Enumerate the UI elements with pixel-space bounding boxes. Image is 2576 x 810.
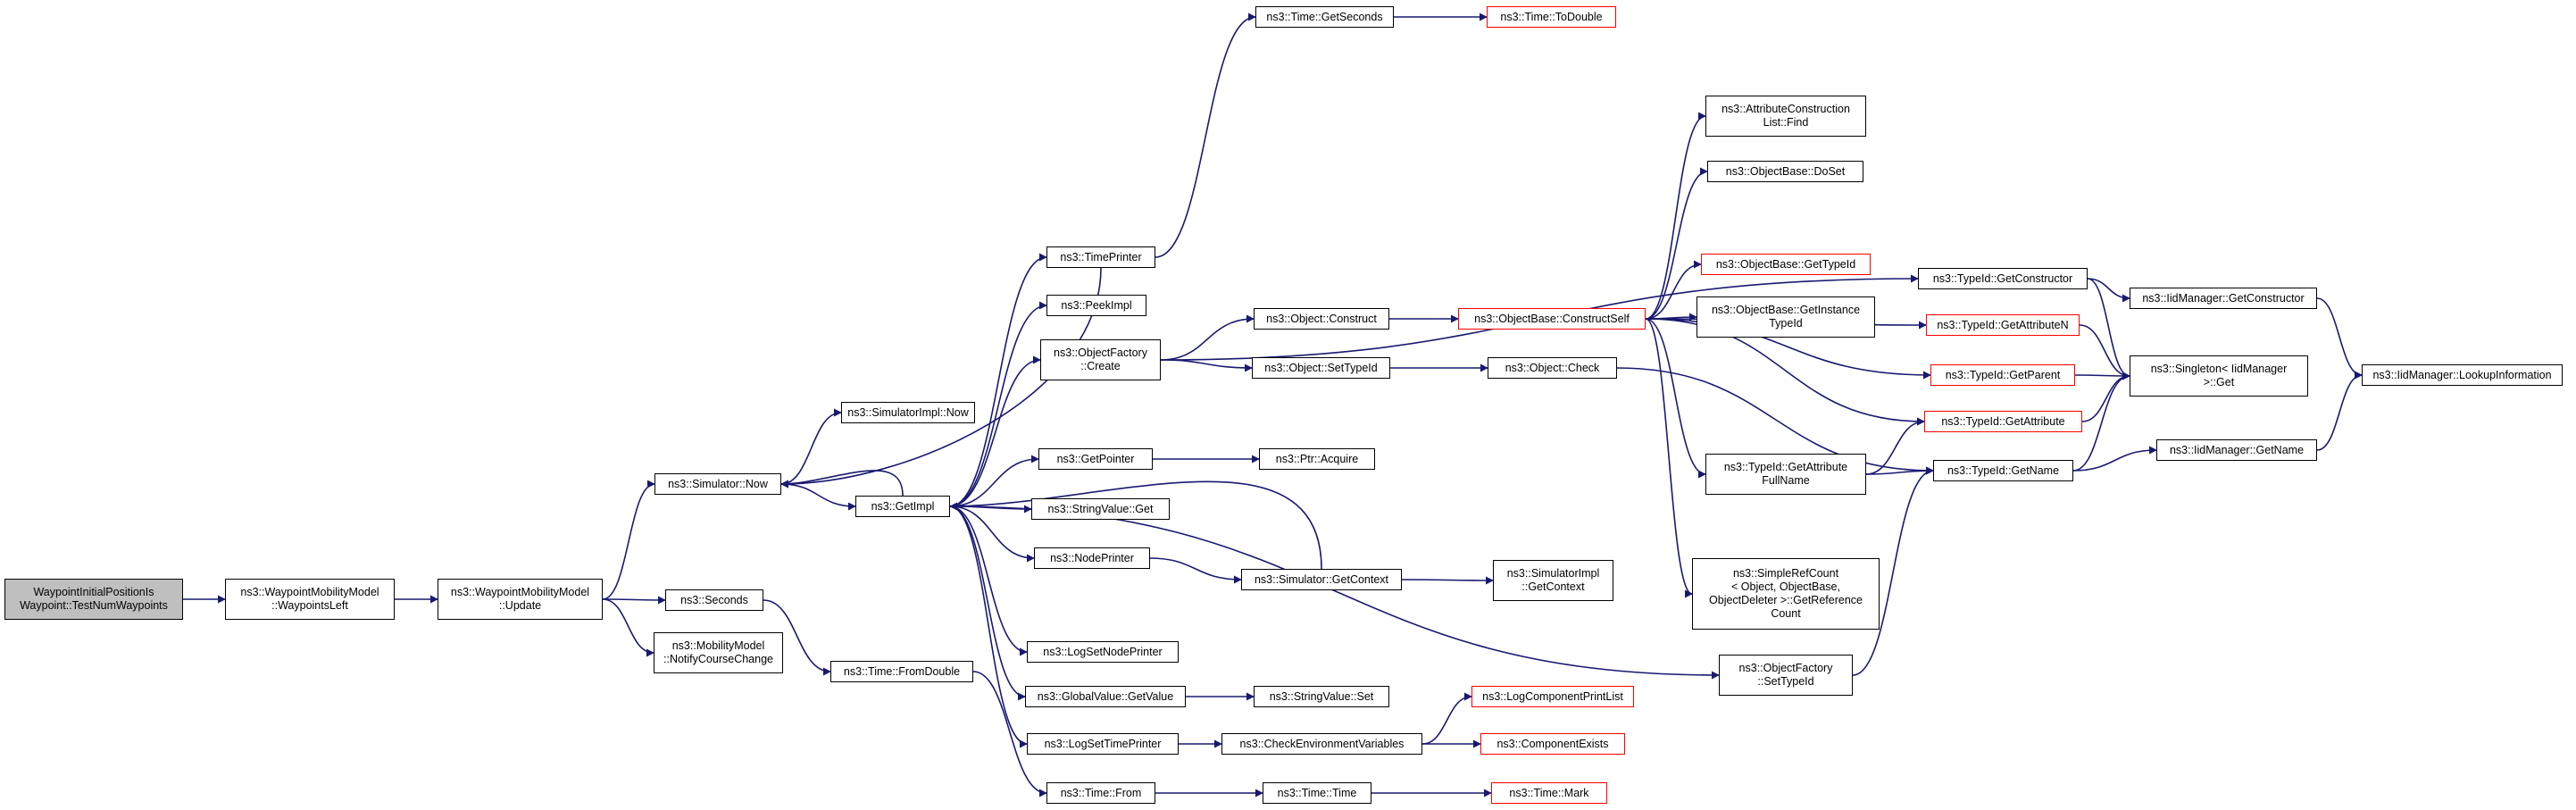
- call-edge-objCheck-to-tidGetName: [1616, 367, 1934, 475]
- node-obj-construct[interactable]: ns3::Object::Construct: [1254, 308, 1389, 330]
- node-time-time[interactable]: ns3::Time::Time: [1263, 782, 1371, 804]
- node-sim-impl-get-ctx[interactable]: ns3::SimulatorImpl ::GetContext: [1493, 560, 1613, 601]
- node-to-double[interactable]: ns3::Time::ToDouble: [1487, 6, 1616, 28]
- call-edge-wpUpdate-to-seconds: [602, 596, 666, 605]
- node-obj-check[interactable]: ns3::Object::Check: [1488, 357, 1617, 379]
- node-tid-get-parent[interactable]: ns3::TypeId::GetParent: [1930, 364, 2075, 386]
- call-edge-timePrinter-to-getSeconds: [1155, 13, 1256, 258]
- node-sim-get-context[interactable]: ns3::Simulator::GetContext: [1241, 569, 1402, 590]
- call-edge-fromDouble-to-timeFrom: [972, 671, 1047, 797]
- call-edges: [183, 13, 2363, 797]
- node-tid-get-attr-full[interactable]: ns3::TypeId::GetAttribute FullName: [1705, 454, 1866, 495]
- node-from-double[interactable]: ns3::Time::FromDouble: [830, 661, 973, 682]
- call-edge-tidGetName-to-iidGetName: [2072, 446, 2157, 472]
- call-edge-getImpl-to-simNow: [780, 470, 904, 497]
- call-edge-constructSelf-to-tidGetAttrFull: [1645, 318, 1706, 479]
- node-singleton-get[interactable]: ns3::Singleton< IidManager >::Get: [2130, 355, 2308, 397]
- node-tid-get-attr[interactable]: ns3::TypeId::GetAttribute: [1924, 411, 2082, 432]
- node-iid-get-ctor[interactable]: ns3::IidManager::GetConstructor: [2130, 288, 2317, 309]
- call-edge-checkEnv-to-logCompPrint: [1421, 692, 1472, 745]
- node-attr-find[interactable]: ns3::AttributeConstruction List::Find: [1705, 96, 1866, 137]
- node-tid-get-name[interactable]: ns3::TypeId::GetName: [1933, 460, 2073, 481]
- node-lookup-info[interactable]: ns3::IidManager::LookupInformation: [2362, 364, 2563, 386]
- node-log-set-time[interactable]: ns3::LogSetTimePrinter: [1027, 733, 1179, 755]
- call-edge-constructSelf-to-refCount: [1645, 318, 1693, 598]
- node-log-set-node[interactable]: ns3::LogSetNodePrinter: [1027, 641, 1179, 663]
- node-node-printer[interactable]: ns3::NodePrinter: [1034, 547, 1150, 569]
- node-sim-now[interactable]: ns3::Simulator::Now: [654, 473, 781, 495]
- call-edge-constructSelf-to-doSet: [1645, 167, 1708, 320]
- node-str-val-get[interactable]: ns3::StringValue::Get: [1031, 498, 1170, 520]
- node-ob-get-instance[interactable]: ns3::ObjectBase::GetInstance TypeId: [1696, 296, 1875, 338]
- call-edge-tidGetParent-to-singletonGet: [2074, 372, 2130, 380]
- call-edge-getImpl-to-logSetTime: [949, 505, 1028, 748]
- call-edge-getImpl-to-getPointer: [949, 455, 1039, 507]
- call-edge-seconds-to-fromDouble: [763, 599, 831, 676]
- call-edge-getImpl-to-logSetNode: [949, 505, 1028, 656]
- node-of-create[interactable]: ns3::ObjectFactory ::Create: [1040, 339, 1161, 380]
- call-edge-tidGetCtor-to-iidGetCtor: [2087, 278, 2130, 303]
- node-obj-set-type-id[interactable]: ns3::Object::SetTypeId: [1252, 357, 1390, 379]
- call-edge-constructSelf-to-tidGetParent: [1645, 318, 1931, 380]
- call-edge-ofSetTypeId-to-tidGetName: [1852, 466, 1934, 676]
- node-sim-impl-now[interactable]: ns3::SimulatorImpl::Now: [841, 402, 975, 423]
- node-time-from[interactable]: ns3::Time::From: [1046, 782, 1155, 804]
- call-edge-ofCreate-to-objSetTypeId: [1160, 359, 1253, 372]
- call-edge-iidGetName-to-lookupInfo: [2316, 371, 2363, 451]
- call-edge-simGetContext-to-getImpl: [949, 480, 1322, 570]
- node-log-comp-print[interactable]: ns3::LogComponentPrintList: [1471, 686, 1634, 707]
- call-edge-tidGetAttr-to-singletonGet: [2081, 372, 2130, 422]
- node-time-printer[interactable]: ns3::TimePrinter: [1046, 246, 1155, 268]
- node-peek-impl[interactable]: ns3::PeekImpl: [1046, 295, 1146, 316]
- call-edge-tidGetAttrN-to-singletonGet: [2079, 324, 2130, 380]
- call-edge-tidGetName-to-singletonGet: [2072, 372, 2130, 472]
- node-wp-update[interactable]: ns3::WaypointMobilityModel ::Update: [438, 579, 603, 620]
- node-get-seconds[interactable]: ns3::Time::GetSeconds: [1255, 6, 1394, 28]
- call-edge-tidGetAttrFull-to-tidGetAttr: [1865, 417, 1925, 475]
- call-edge-ofCreate-to-objConstruct: [1160, 314, 1255, 361]
- node-comp-exists[interactable]: ns3::ComponentExists: [1480, 733, 1625, 755]
- node-ptr-acquire[interactable]: ns3::Ptr::Acquire: [1259, 448, 1375, 470]
- call-edge-constructSelf-to-obGetTypeId: [1645, 260, 1702, 320]
- call-edge-wpUpdate-to-notify: [602, 598, 654, 657]
- node-wp-left[interactable]: ns3::WaypointMobilityModel ::WaypointsLe…: [225, 579, 395, 620]
- node-construct-self[interactable]: ns3::ObjectBase::ConstructSelf: [1458, 308, 1646, 330]
- node-do-set[interactable]: ns3::ObjectBase::DoSet: [1707, 161, 1863, 182]
- node-get-impl[interactable]: ns3::GetImpl: [855, 496, 950, 517]
- call-edge-constructSelf-to-tidGetAttr: [1645, 318, 1925, 426]
- node-notify[interactable]: ns3::MobilityModel ::NotifyCourseChange: [654, 632, 783, 673]
- node-gv-get-value[interactable]: ns3::GlobalValue::GetValue: [1025, 686, 1186, 707]
- node-iid-get-name[interactable]: ns3::IidManager::GetName: [2156, 439, 2317, 461]
- node-check-env[interactable]: ns3::CheckEnvironmentVariables: [1221, 733, 1422, 755]
- call-edge-simNow-to-getImpl: [780, 483, 856, 511]
- call-edge-getImpl-to-nodePrinter: [949, 505, 1035, 563]
- node-of-set-type-id[interactable]: ns3::ObjectFactory ::SetTypeId: [1719, 655, 1853, 696]
- node-root: WaypointInitialPositionIs Waypoint::Test…: [4, 579, 183, 620]
- node-ob-get-type-id[interactable]: ns3::ObjectBase::GetTypeId: [1701, 254, 1871, 275]
- call-edge-simNow-to-simImplNow: [780, 408, 842, 485]
- call-edge-getImpl-to-gvGetValue: [949, 505, 1026, 701]
- node-tid-get-ctor[interactable]: ns3::TypeId::GetConstructor: [1918, 268, 2088, 289]
- call-edge-nodePrinter-to-simGetContext: [1149, 557, 1242, 584]
- node-tid-get-attr-n[interactable]: ns3::TypeId::GetAttributeN: [1926, 314, 2080, 336]
- call-edge-getImpl-to-peekImpl: [949, 301, 1047, 507]
- call-edge-getImpl-to-timePrinter: [949, 253, 1047, 507]
- call-edge-constructSelf-to-attrFind: [1645, 112, 1706, 320]
- call-edge-iidGetCtor-to-lookupInfo: [2316, 297, 2363, 380]
- node-time-mark[interactable]: ns3::Time::Mark: [1491, 782, 1607, 804]
- node-seconds[interactable]: ns3::Seconds: [665, 589, 763, 611]
- call-edge-tidGetAttrFull-to-tidGetName: [1865, 466, 1934, 475]
- call-edge-timePrinter-to-simNow: [780, 267, 1102, 489]
- node-get-pointer[interactable]: ns3::GetPointer: [1038, 448, 1153, 470]
- call-edge-tidGetCtor-to-singletonGet: [2087, 278, 2130, 380]
- call-edge-wpUpdate-to-simNow: [602, 480, 655, 600]
- node-str-val-set[interactable]: ns3::StringValue::Set: [1254, 686, 1389, 707]
- call-edge-getImpl-to-ofCreate: [949, 355, 1041, 507]
- node-ref-count[interactable]: ns3::SimpleRefCount < Object, ObjectBase…: [1692, 558, 1880, 630]
